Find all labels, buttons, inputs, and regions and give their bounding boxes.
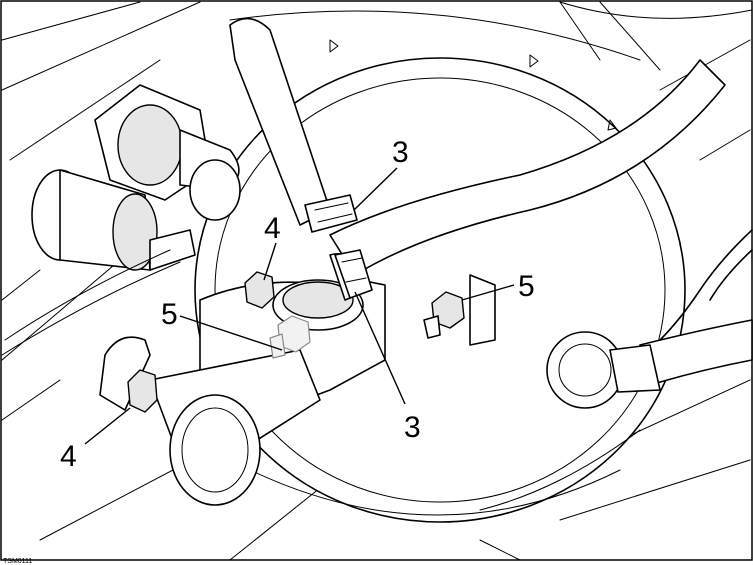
callout-3-bottom: 3 <box>404 411 421 444</box>
hex-nut-upper <box>244 271 275 309</box>
figure-reference-code: TSM0111 <box>3 558 32 565</box>
corrugated-cable <box>479 229 753 511</box>
vacuum-check-valve <box>546 331 661 409</box>
callout-5-left: 5 <box>161 298 178 331</box>
vacuum-hose-upper <box>229 17 753 386</box>
electrical-connectors <box>1 84 241 356</box>
callout-5-right: 5 <box>518 270 535 303</box>
callout-4-upper: 4 <box>264 212 281 245</box>
callout-4-lower: 4 <box>60 440 77 473</box>
hose-clip-lower <box>334 249 373 299</box>
callout-3-top: 3 <box>392 136 409 169</box>
hex-nut-lower <box>127 369 158 413</box>
leader-lines <box>84 167 515 445</box>
brake-union-left <box>269 315 311 359</box>
hose-clip-upper <box>304 194 358 233</box>
